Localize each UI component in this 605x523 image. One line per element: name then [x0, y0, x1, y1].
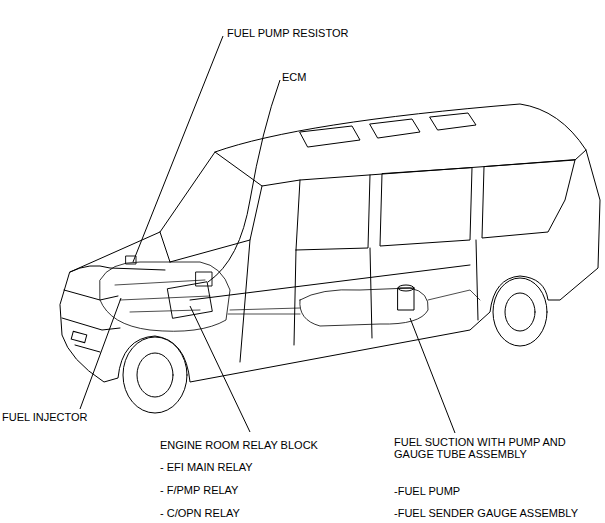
part-label: - F/PMP RELAY — [160, 484, 238, 496]
part-label: ENGINE ROOM RELAY BLOCK — [160, 439, 318, 451]
part-label: FUEL PUMP RESISTOR — [227, 27, 348, 39]
part-label: ECM — [282, 71, 306, 83]
part-label: -FUEL SENDER GAUGE ASSEMBLY — [394, 507, 578, 519]
part-label: FUEL INJECTOR — [2, 411, 88, 423]
part-label: FUEL SUCTION WITH PUMP AND GAUGE TUBE AS… — [394, 436, 572, 460]
part-label: -FUEL PUMP — [394, 485, 460, 497]
part-label: - EFI MAIN RELAY — [160, 461, 253, 473]
part-label: - C/OPN RELAY — [160, 507, 240, 519]
